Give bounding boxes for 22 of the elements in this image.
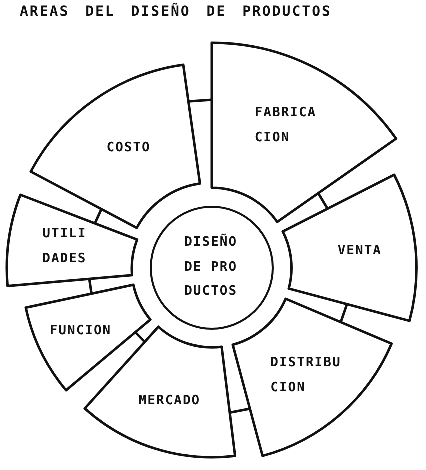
segment-label: MERCADO [138, 392, 201, 411]
segment-label: COSTO [106, 140, 151, 158]
ring-segment [5, 192, 140, 288]
segment-label: VENTA [338, 243, 382, 262]
connector-line [188, 98, 212, 103]
ring-segment [210, 41, 398, 224]
connector-line [134, 331, 146, 344]
connector-line [88, 278, 93, 294]
segment-label: FABRICA CION [254, 104, 317, 148]
center-label: DISEÑO DE PRO DUCTOS [184, 232, 239, 302]
connector-line [317, 192, 329, 210]
segment-label: FUNCION [50, 322, 112, 341]
segment-label: UTILI DADES [42, 226, 87, 268]
segment-label: DISTRIBU CION [270, 354, 342, 398]
connector-line [340, 304, 348, 324]
ring-segment [281, 172, 419, 324]
connector-line [94, 208, 103, 224]
ring-segment [230, 297, 394, 458]
diagram-title: AREAS DEL DISEÑO DE PRODUCTOS [20, 4, 332, 20]
ring-segment [24, 282, 153, 392]
center-circle [150, 206, 274, 330]
connector-line [230, 408, 250, 414]
